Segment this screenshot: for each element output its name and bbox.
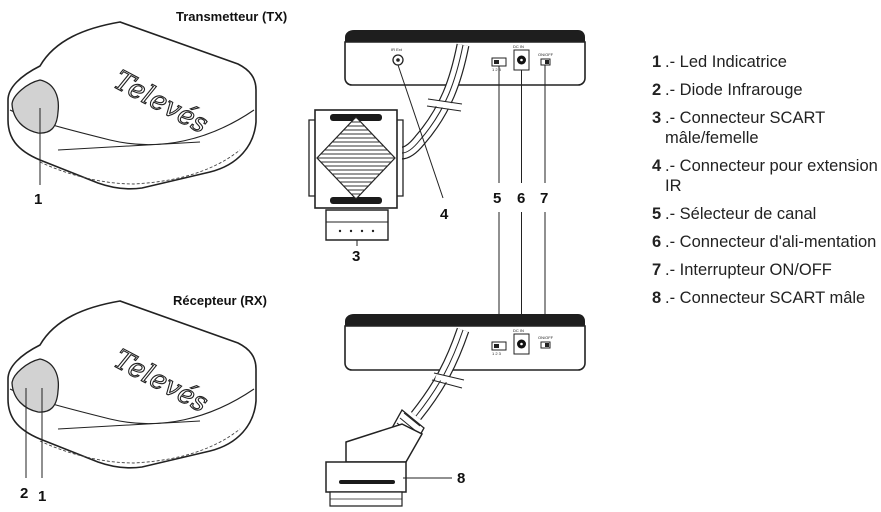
svg-text:IR Ext: IR Ext	[391, 47, 403, 52]
legend-item-4: 4 .- Connecteur pour extension IR	[652, 156, 881, 196]
rx-title: Récepteur (RX)	[173, 293, 267, 308]
legend-text: .- Interrupteur ON/OFF	[665, 261, 832, 279]
number-4: 4	[440, 206, 449, 223]
legend-text: .- Connecteur SCART mâle	[665, 289, 866, 307]
legend-list: 1 .- Led Indicatrice 2 .- Diode Infrarou…	[652, 52, 881, 316]
legend-item-7: 7 .- Interrupteur ON/OFF	[652, 260, 881, 280]
legend-num: 3	[652, 109, 662, 127]
svg-text:DC IN: DC IN	[513, 328, 524, 333]
svg-text:1 2 3: 1 2 3	[492, 351, 502, 356]
legend-text: .- Connecteur d'ali-mentation	[665, 233, 877, 251]
legend-item-6: 6 .- Connecteur d'ali-mentation	[652, 232, 881, 252]
tx-led-window	[11, 79, 60, 134]
legend-num: 5	[652, 205, 662, 223]
legend-text: .- Connecteur SCART mâle/femelle	[665, 109, 825, 147]
number-7: 7	[540, 190, 548, 207]
rx-number-1: 1	[38, 488, 46, 505]
legend-item-1: 1 .- Led Indicatrice	[652, 52, 881, 72]
legend-num: 8	[652, 289, 662, 307]
number-5: 5	[493, 190, 501, 207]
legend-num: 6	[652, 233, 662, 251]
legend-item-3: 3 .- Connecteur SCART mâle/femelle	[652, 108, 881, 148]
legend-num: 4	[652, 157, 662, 175]
legend-text: .- Diode Infrarouge	[665, 81, 803, 99]
number-6: 6	[517, 190, 525, 207]
legend-item-5: 5 .- Sélecteur de canal	[652, 204, 881, 224]
rx-number-2: 2	[20, 485, 28, 502]
svg-text:ON/OFF: ON/OFF	[538, 335, 554, 340]
legend-num: 1	[652, 53, 662, 71]
tx-number-1: 1	[34, 191, 42, 208]
rx-ir-window	[11, 358, 60, 413]
legend-text: .- Connecteur pour extension IR	[665, 157, 878, 195]
rx-rear-panel: 1 2 3 DC IN ON/OFF	[344, 314, 586, 371]
rx-scart-plug	[325, 409, 425, 507]
rx-housing: Televés	[7, 300, 257, 469]
legend-text: .- Sélecteur de canal	[665, 205, 817, 223]
legend-num: 7	[652, 261, 662, 279]
svg-text:DC IN: DC IN	[513, 44, 524, 49]
tx-scart-connector	[308, 109, 404, 241]
tx-title: Transmetteur (TX)	[176, 9, 287, 24]
svg-text:ON/OFF: ON/OFF	[538, 52, 554, 57]
leader-4	[397, 64, 444, 199]
tx-housing: Televés	[7, 21, 257, 190]
legend-num: 2	[652, 81, 662, 99]
legend-item-8: 8 .- Connecteur SCART mâle	[652, 288, 881, 308]
number-8: 8	[457, 470, 465, 487]
legend-item-2: 2 .- Diode Infrarouge	[652, 80, 881, 100]
legend-text: .- Led Indicatrice	[665, 53, 787, 71]
number-3: 3	[352, 248, 360, 265]
svg-text:1 2 3: 1 2 3	[492, 67, 502, 72]
